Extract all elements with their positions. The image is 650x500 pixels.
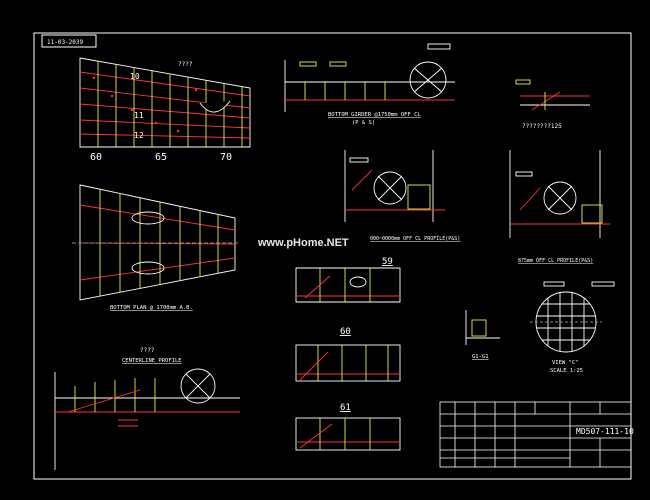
manhole-view: VIEW "C" SCALE 1:25 [530,281,615,374]
profile-a-caption: 000~0000mm OFF CL PROFILE(P&S) [370,236,460,242]
frame-65: 65 [155,152,167,163]
profile-a-view: 000~0000mm OFF CL PROFILE(P&S) [344,150,460,242]
small-detail-caption: ????????125 [522,123,562,130]
section-61-label: 61 [340,403,351,413]
panel-10: 10 [130,72,140,81]
section-59-label: 59 [382,257,393,267]
drawing-number: MD507-111-10 [576,427,634,436]
section-60-view: 60 [295,327,401,382]
manhole-scale-label: SCALE 1:25 [550,368,583,374]
shell-label-top: ???? [178,61,193,68]
profile-b-caption: 875mm OFF CL PROFILE(P&S) [518,258,593,264]
centerline-label: ???? [140,347,155,354]
frame-70: 70 [220,152,232,163]
centerline-caption: CENTERLINE PROFILE [122,358,182,364]
bottom-girder-sub: (P & S) [352,120,375,126]
sheet-tag: 11-03-2039 [41,34,97,48]
shell-expansion-view: ???? 10 11 12 60 65 70 [79,57,251,163]
bottom-plan-caption: BOTTOM PLAN @ 1700mm A.B. [110,305,193,311]
small-detail-view: ????????125 [515,79,590,130]
section-g1-view: G1-G1 [465,310,500,360]
watermark: www.pHome.NET [257,237,349,249]
manhole-view-label: VIEW "C" [552,360,579,366]
title-block [439,401,632,468]
profile-b-view: 875mm OFF CL PROFILE(P&S) [509,150,610,264]
bottom-girder-view: BOTTOM GIRDER @1750mm OFF CL (P & S) [284,43,455,126]
section-61-view: 61 [295,403,401,451]
bottom-plan-view: BOTTOM PLAN @ 1700mm A.B. [72,184,240,311]
panel-12: 12 [134,131,144,140]
panel-11: 11 [134,111,144,120]
section-g1-label: G1-G1 [472,354,489,360]
section-59-view: 59 [295,257,401,303]
sheet-border [33,32,632,480]
sheet-tag-text: 11-03-2039 [47,39,84,46]
section-60-label: 60 [340,327,351,337]
frame-60: 60 [90,152,102,163]
centerline-profile-view: ???? CENTERLINE PROFILE [54,347,240,470]
bottom-girder-caption: BOTTOM GIRDER @1750mm OFF CL [328,112,421,118]
